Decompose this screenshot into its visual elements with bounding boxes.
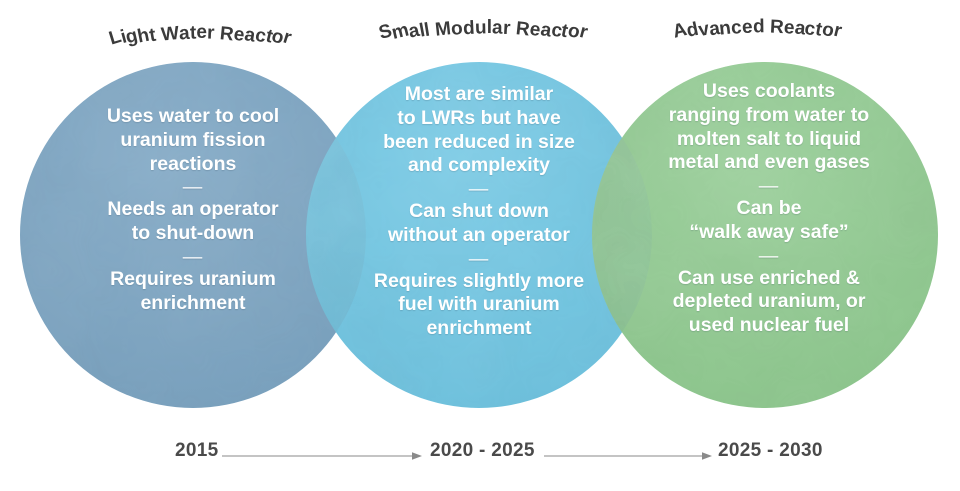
- timeline-arrow-right-icon-2: [544, 452, 712, 460]
- title-advanced-reactor: Advanced Reactor: [671, 16, 844, 43]
- timeline-arrow-right-icon-1: [222, 452, 422, 460]
- title-light-water-reactor: Light Water Reactor: [107, 22, 294, 49]
- title-glyph: W: [160, 22, 181, 46]
- title-glyph: e: [196, 22, 208, 43]
- title-glyph: R: [769, 16, 785, 39]
- title-glyph: u: [474, 17, 487, 39]
- timeline: 2015 2020 - 2025 2025 - 2030: [0, 440, 960, 485]
- title-glyph: d: [462, 17, 476, 40]
- title-glyph: e: [741, 16, 754, 39]
- title-glyph: l: [486, 17, 493, 38]
- timeline-label-2025-2030: 2025 - 2030: [718, 440, 823, 461]
- timeline-label-2015: 2015: [175, 440, 219, 461]
- title-small-modular-reactor: Small Modular Reactor: [377, 17, 590, 44]
- title-glyph: d: [752, 16, 765, 38]
- timeline-label-2020-2025: 2020 - 2025: [430, 440, 535, 461]
